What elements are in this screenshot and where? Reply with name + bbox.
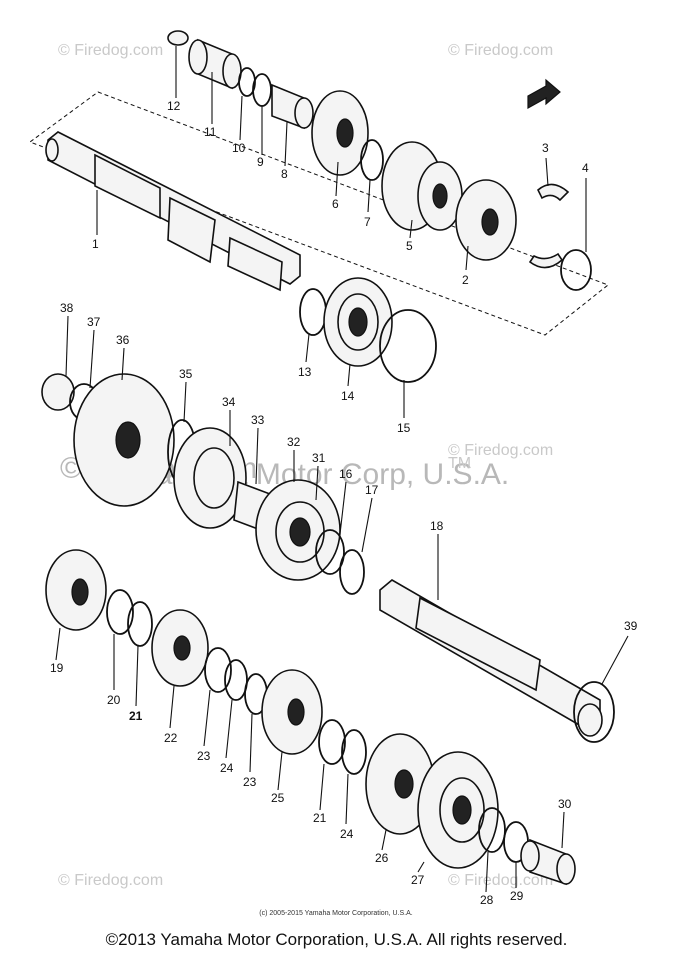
- callout-21: 21: [129, 709, 143, 723]
- callout-28: 28: [480, 893, 494, 907]
- callout-10: 10: [232, 141, 246, 155]
- small-credit: (c) 2005-2015 Yamaha Motor Corporation, …: [259, 910, 412, 917]
- watermark-site: © Firedog.com: [58, 42, 163, 59]
- part-19-gear: [45, 549, 107, 631]
- callout-6: 6: [332, 197, 339, 211]
- callout-32: 32: [287, 435, 301, 449]
- part-5-gear: [381, 141, 463, 231]
- part-24-circlip: [224, 659, 248, 701]
- part-39-circlip: [573, 681, 615, 743]
- part-3-bearing-half: [528, 252, 564, 269]
- part-1-main-axle: [45, 131, 301, 292]
- callout-26: 26: [375, 851, 389, 865]
- callout-23: 23: [243, 775, 257, 789]
- part-34-oil-seal: [173, 427, 247, 529]
- part-11-needle-bearing: [188, 38, 242, 90]
- part-32-ball-bearing: [255, 479, 341, 581]
- callout-15: 15: [397, 421, 411, 435]
- callout-4: 4: [582, 161, 589, 175]
- callout-31: 31: [312, 451, 326, 465]
- callout-18: 18: [430, 519, 444, 533]
- callout-37: 37: [87, 315, 101, 329]
- callout-8: 8: [281, 167, 288, 181]
- callout-21: 21: [313, 811, 327, 825]
- callout-27: 27: [411, 873, 425, 887]
- part-4-c-ring: [560, 249, 592, 291]
- callout-12: 12: [167, 99, 181, 113]
- callout-14: 14: [341, 389, 355, 403]
- callout-25: 25: [271, 791, 285, 805]
- part-36-drive-sprocket: [73, 373, 175, 507]
- part-13-circlip: [299, 288, 327, 336]
- watermark-site: © Firedog.com: [448, 42, 553, 59]
- part-14-ball-bearing: [323, 277, 393, 367]
- callout-20: 20: [107, 693, 121, 707]
- callout-38: 38: [60, 301, 74, 315]
- part-21-circlip: [127, 601, 153, 647]
- callout-36: 36: [116, 333, 130, 347]
- part-2-gear: [455, 179, 517, 261]
- leader-lines: [55, 46, 629, 893]
- callout-7: 7: [364, 215, 371, 229]
- part-6-gear: [311, 90, 369, 176]
- exploded-parts-diagram: © Firedog.com © Firedog.com © Firedog.co…: [28, 30, 638, 917]
- callout-23: 23: [197, 749, 211, 763]
- callout-13: 13: [298, 365, 312, 379]
- part-15-circlip: [379, 309, 437, 383]
- callout-2: 2: [462, 273, 469, 287]
- part-17-circlip: [339, 549, 365, 595]
- callout-39: 39: [624, 619, 638, 633]
- watermark-site: © Firedog.com: [448, 442, 553, 459]
- main-shaft-group-outline: [28, 91, 610, 336]
- part-18-drive-axle: [379, 579, 603, 737]
- part-12-collar: [167, 30, 189, 46]
- callout-17: 17: [365, 483, 379, 497]
- watermark-site: © Firedog.com: [448, 872, 553, 889]
- part-21-circlip: [318, 719, 346, 765]
- copyright-footer: ©2013 Yamaha Motor Corporation, U.S.A. A…: [105, 930, 568, 949]
- part-7-circlip: [360, 139, 384, 181]
- callout-24: 24: [340, 827, 354, 841]
- callout-19: 19: [50, 661, 64, 675]
- fwd-arrow-icon: [527, 78, 561, 110]
- part-30-needle-bearing: [520, 838, 576, 886]
- part-38-nut: [41, 373, 75, 411]
- callout-3: 3: [542, 141, 549, 155]
- part-20-washer: [106, 589, 134, 635]
- callout-5: 5: [406, 239, 413, 253]
- part-28-washer: [478, 807, 506, 853]
- callout-34: 34: [222, 395, 236, 409]
- part-3-bearing-half: [537, 183, 570, 202]
- callout-1: 1: [92, 237, 99, 251]
- watermark-tm: TM: [448, 455, 471, 472]
- part-27-gear: [417, 751, 499, 869]
- part-16-washer: [315, 529, 345, 575]
- callout-11: 11: [204, 125, 217, 139]
- callout-24: 24: [220, 761, 234, 775]
- callout-22: 22: [164, 731, 178, 745]
- callout-35: 35: [179, 367, 193, 381]
- part-24-circlip: [341, 729, 367, 775]
- watermark-site: © Firedog.com: [58, 872, 163, 889]
- callout-labels: 1 2 3 4 5 6 7 8 9 10 11 12 13 14 15 16 1…: [50, 99, 638, 907]
- callout-30: 30: [558, 797, 572, 811]
- callout-16: 16: [339, 467, 353, 481]
- part-22-gear: [151, 609, 209, 687]
- callout-9: 9: [257, 155, 264, 169]
- part-8-needle-bearing: [271, 83, 314, 130]
- part-9-washer: [252, 73, 272, 107]
- callout-33: 33: [251, 413, 265, 427]
- callout-29: 29: [510, 889, 524, 903]
- part-25-gear: [261, 669, 323, 755]
- part-23-washer: [204, 647, 232, 693]
